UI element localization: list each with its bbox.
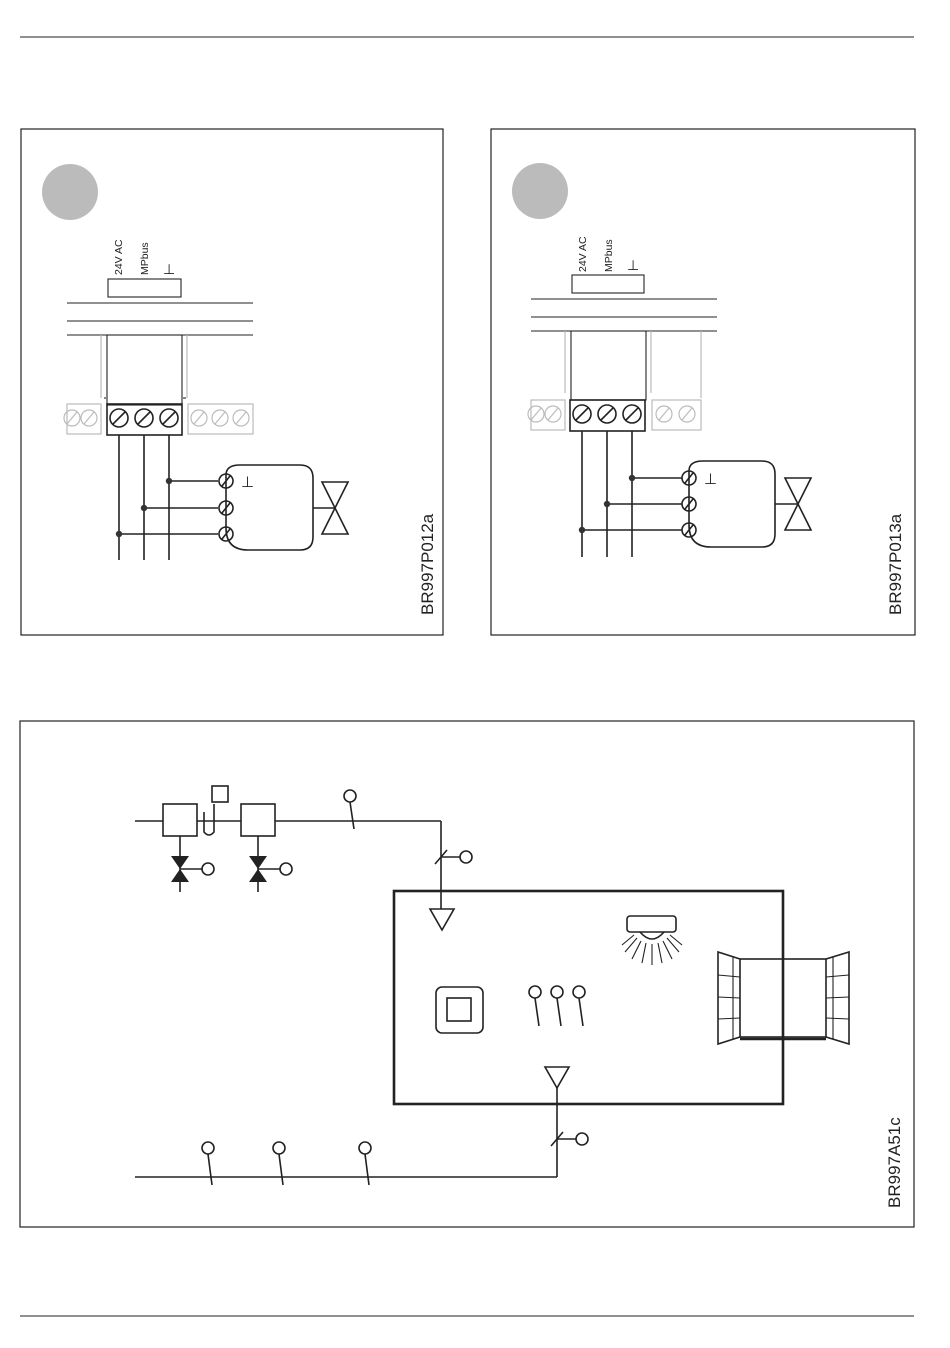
system-code: BR997A51c	[885, 1117, 904, 1208]
wiring-panel-b: 24V AC MPbus ⊥ ⊥	[491, 129, 915, 635]
label-mpbus: MPbus	[139, 242, 151, 275]
air-handling-unit	[241, 804, 275, 836]
panel-b-marker	[512, 163, 568, 219]
system-frame	[20, 721, 914, 1227]
control-valve-icon	[171, 856, 189, 869]
panel-b-code: BR997P013a	[886, 513, 905, 615]
actuator-ground-label: ⊥	[241, 474, 254, 491]
sensor-box-icon	[212, 786, 228, 802]
actuator-ground-label: ⊥	[704, 471, 717, 488]
panel-a-marker	[42, 164, 98, 220]
duct-sensor-icon	[344, 790, 356, 802]
u-tube-icon	[204, 804, 214, 835]
control-valve-icon	[249, 856, 267, 869]
label-ground: ⊥	[163, 261, 175, 277]
duct-sensor-icon	[359, 1142, 371, 1154]
connector-module	[107, 335, 182, 405]
actuator-body	[689, 461, 775, 547]
window-icon	[718, 952, 849, 1044]
connector-module	[571, 331, 646, 400]
panel-a-code: BR997P012a	[418, 513, 437, 615]
supply-diffuser-icon	[430, 909, 454, 930]
room-sensor-icon	[551, 986, 563, 998]
wiring-panel-a: 24V AC MPbus ⊥	[21, 129, 443, 635]
room-sensor-icon	[529, 986, 541, 998]
label-mpbus: MPbus	[603, 239, 615, 272]
label-24vac: 24V AC	[577, 236, 589, 272]
duct-sensor-icon	[273, 1142, 285, 1154]
ceiling-light-icon	[622, 916, 682, 965]
system-diagram: BR997A51c	[20, 721, 914, 1227]
label-ground: ⊥	[627, 257, 639, 273]
room-sensor-icon	[573, 986, 585, 998]
return-grille-icon	[545, 1067, 569, 1088]
label-box	[572, 275, 644, 293]
damper-actuator-icon	[460, 851, 472, 863]
label-24vac: 24V AC	[113, 239, 125, 275]
room-controller-icon	[436, 987, 483, 1033]
duct-sensor-icon	[202, 1142, 214, 1154]
label-box	[108, 279, 181, 297]
damper-actuator-icon	[576, 1133, 588, 1145]
actuator-body	[226, 465, 313, 550]
air-handling-unit	[163, 804, 197, 836]
